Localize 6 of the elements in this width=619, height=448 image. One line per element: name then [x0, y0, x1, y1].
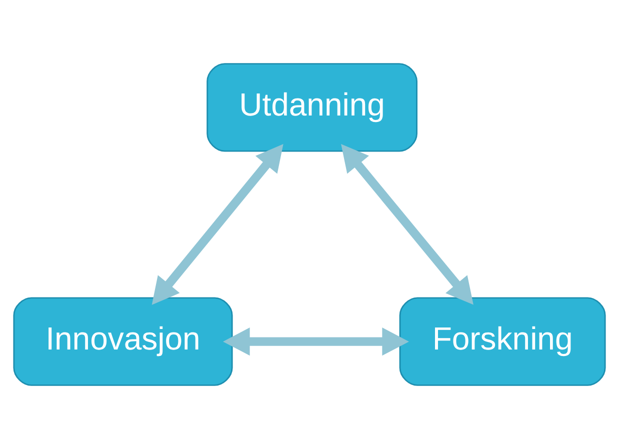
arrow [152, 144, 284, 304]
node-box: Innovasjon [13, 296, 233, 386]
node-box: Forskning [399, 296, 606, 386]
arrow [341, 144, 474, 304]
arrow [222, 326, 410, 356]
node-box: Utdanning [206, 62, 418, 152]
